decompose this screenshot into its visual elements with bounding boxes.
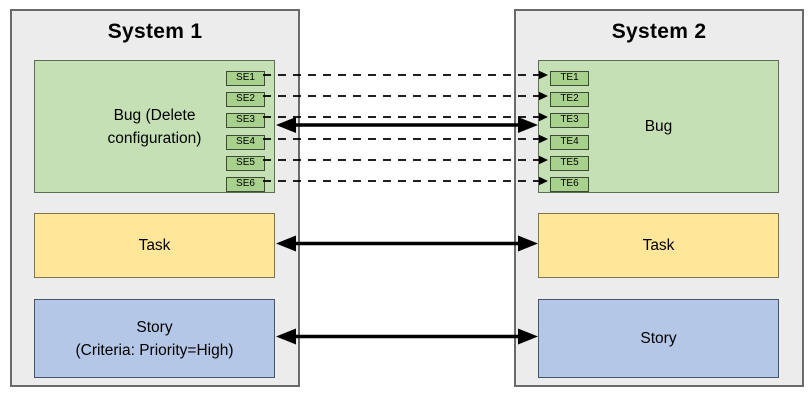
system1-story-box: Story (Criteria: Priority=High) [34,299,275,378]
system2-title: System 2 [611,20,707,43]
system1-story-label: Story [136,318,173,336]
system2-bug-box: Bug TE1 TE2 TE3 TE4 TE5 TE6 [538,60,779,193]
sync-arrow-bug [276,117,538,133]
system2-container: System 2 Bug TE1 TE2 TE3 TE4 TE5 TE6 Tas… [514,9,804,387]
sync-arrow-story [276,328,538,345]
system1-bug-text: Bug (Delete configuration) [85,104,225,150]
sync-arrow-task [276,235,538,252]
endpoint-chip-te2: TE2 [550,92,589,107]
endpoint-chip-se1: SE1 [226,71,265,86]
endpoint-chip-se5: SE5 [226,156,265,171]
mapping-arrow-se5-te5 [263,155,548,165]
endpoint-chip-te5: TE5 [550,156,589,171]
system1-bug-box: Bug (Delete configuration) SE1 SE2 SE3 S… [34,60,275,193]
endpoint-chip-te4: TE4 [550,135,589,150]
system1-title: System 1 [107,20,203,43]
endpoint-chip-te1: TE1 [550,71,589,86]
system1-story-sublabel: (Criteria: Priority=High) [75,341,234,359]
mapping-arrow-se1-te1 [263,70,548,80]
system1-container: System 1 Bug (Delete configuration) SE1 … [10,9,300,387]
system2-story-box: Story [538,299,779,378]
mapping-arrow-se2-te2 [263,91,548,101]
mapping-arrow-se4-te4 [263,134,548,144]
system2-task-box: Task [538,213,779,278]
endpoint-chip-se4: SE4 [226,135,265,150]
endpoint-chip-te3: TE3 [550,113,589,128]
system2-story-label: Story [640,330,677,347]
endpoint-chip-se2: SE2 [226,92,265,107]
system1-task-label: Task [138,237,171,254]
system1-bug-label: Bug [113,106,142,124]
endpoint-chip-se6: SE6 [226,177,265,192]
endpoint-chip-se3: SE3 [226,113,265,128]
endpoint-chip-te6: TE6 [550,177,589,192]
system2-bug-label: Bug [644,118,673,135]
system1-task-box: Task [34,213,275,278]
mapping-arrow-se3-te3 [263,112,548,122]
system1-bug-sublabel: (Delete configuration) [107,106,202,147]
system2-task-label: Task [642,237,675,254]
mapping-arrow-se6-te6 [263,176,548,186]
